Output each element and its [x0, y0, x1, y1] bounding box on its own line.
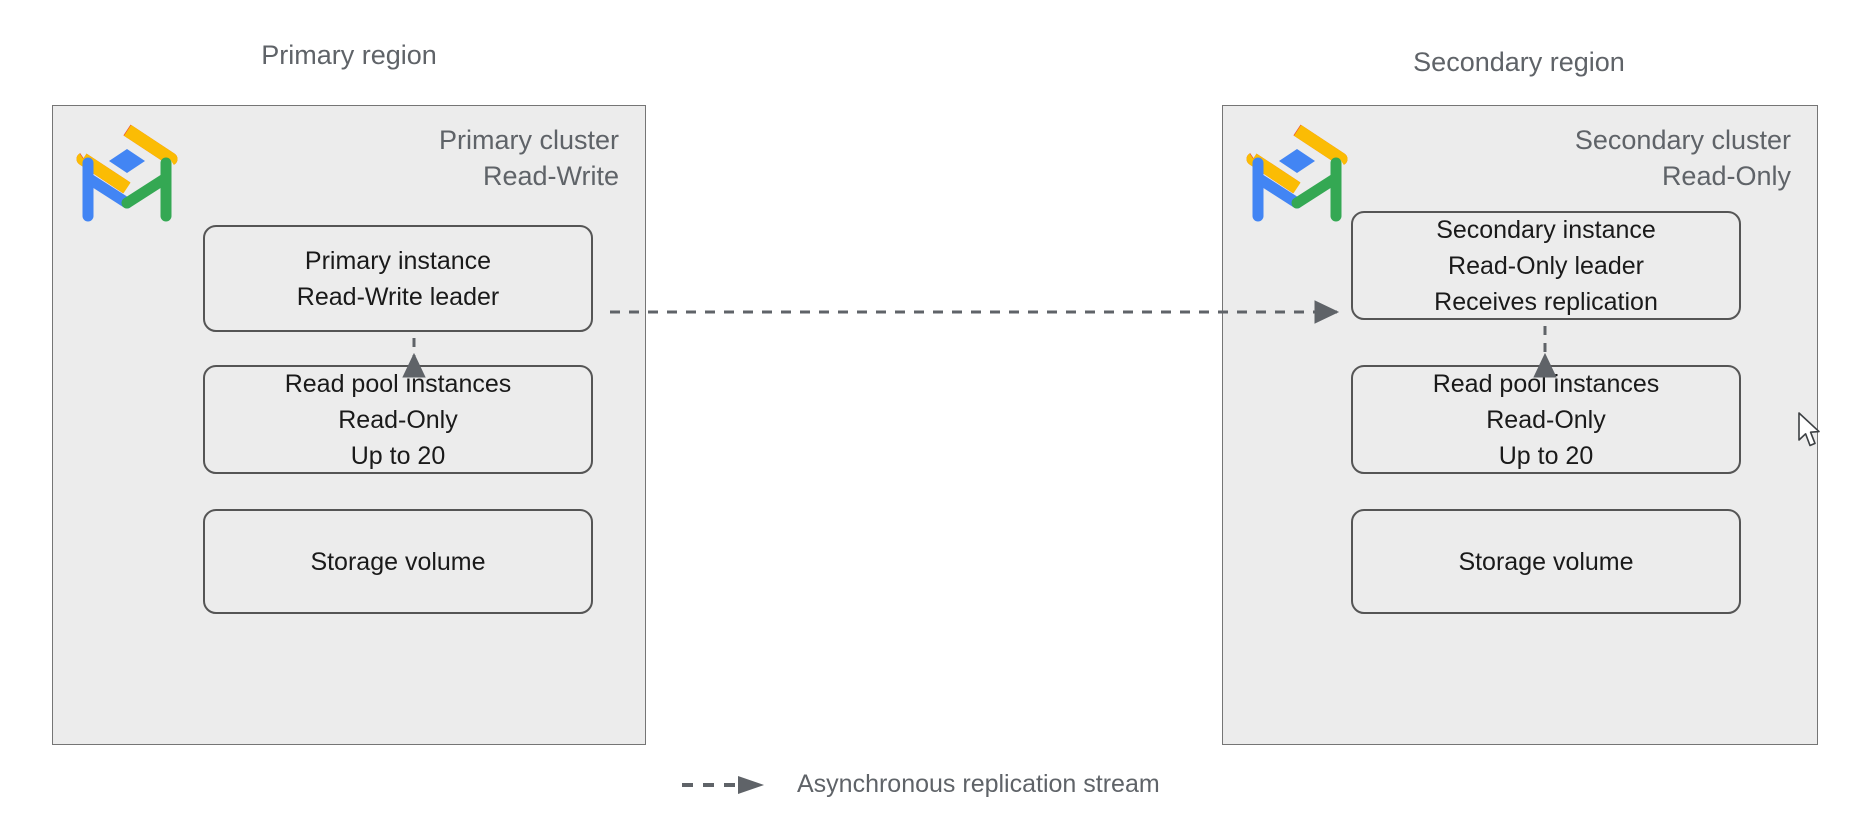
node-secondary-read-pool-instances[interactable]: Read pool instances Read-Only Up to 20 [1351, 365, 1741, 474]
node-secondary-storage-volume[interactable]: Storage volume [1351, 509, 1741, 614]
region-caption-primary: Primary region [261, 40, 437, 70]
cluster-title-primary: Primary cluster Read-Write [438, 125, 619, 191]
region-caption-secondary: Secondary region [1413, 47, 1625, 77]
legend-label: Asynchronous replication stream [797, 770, 1160, 798]
cluster-panel-primary: Primary cluster Read-Write Primary insta… [52, 105, 646, 745]
node-secondary-instance[interactable]: Secondary instance Read-Only leader Rece… [1351, 211, 1741, 320]
mouse-pointer-icon [1797, 412, 1823, 450]
node-primary-read-pool-instances[interactable]: Read pool instances Read-Only Up to 20 [203, 365, 593, 474]
cluster-panel-secondary: Secondary cluster Read-Only Secondary in… [1222, 105, 1818, 745]
alloydb-logo-icon [1245, 122, 1349, 226]
dashed-arrow-icon [680, 772, 772, 798]
alloydb-logo-icon [75, 122, 179, 226]
legend: Asynchronous replication stream [680, 770, 1160, 799]
node-primary-storage-volume[interactable]: Storage volume [203, 509, 593, 614]
node-primary-instance[interactable]: Primary instance Read-Write leader [203, 225, 593, 332]
cluster-title-secondary: Secondary cluster Read-Only [1574, 125, 1791, 191]
